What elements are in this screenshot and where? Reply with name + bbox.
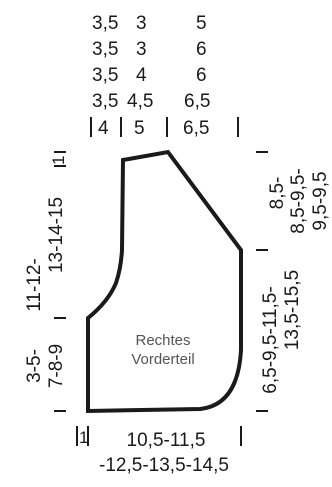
piece-label: Rechtes Vorderteil: [131, 332, 194, 368]
left-measurements: 1 11-12- 13-14-15 3-5- 7-8-9: [24, 151, 68, 412]
top-row-4-col-3: 6,5: [184, 91, 210, 112]
right-measurements: 8,5- 8,5-9,5- 9,5-9,5 6,5-9,5-11,5- 13,5…: [256, 151, 331, 412]
top-row-3-col-3: 6: [196, 65, 207, 86]
top-row-3-col-1: 3,5: [92, 65, 118, 86]
left-marker-value: 1: [49, 156, 68, 165]
bottom-width-line-1: 10,5-11,5: [127, 430, 206, 451]
top-measurement-table: 3,5 3 5 3,5 3 6 3,5 4 6 3,5 4,5 6,5 4 5 …: [90, 13, 239, 139]
left-upper-line-1: 11-12-: [24, 258, 45, 312]
top-final-col-3: 6,5: [183, 118, 209, 139]
top-row-1-col-3: 5: [196, 13, 207, 34]
bottom-width-line-2: -12,5-13,5-14,5: [99, 455, 229, 476]
right-front-piece-outline: [86, 149, 243, 414]
top-row-3-col-2: 4: [136, 65, 147, 86]
right-lower-line-2: 13,5-15,5: [282, 270, 303, 350]
top-row-2-col-2: 3: [136, 39, 147, 60]
top-row-1-col-1: 3,5: [92, 13, 118, 34]
piece-label-line-1: Rechtes: [135, 332, 190, 349]
top-final-col-2: 5: [134, 118, 145, 139]
piece-label-line-2: Vorderteil: [131, 351, 194, 368]
left-upper-line-2: 13-14-15: [46, 197, 67, 273]
top-row-1-col-2: 3: [136, 13, 147, 34]
left-lower-line-2: 7-8-9: [46, 344, 67, 388]
left-lower-line-1: 3-5-: [24, 349, 45, 383]
bottom-measurements: 1 10,5-11,5 -12,5-13,5-14,5: [76, 426, 242, 476]
right-upper-line-2: 8,5-9,5-: [288, 168, 309, 233]
bottom-marker-value: 1: [79, 428, 88, 447]
right-upper-line-1: 8,5-: [267, 177, 288, 210]
top-row-4-col-1: 3,5: [92, 91, 118, 112]
right-upper-line-3: 9,5-9,5: [310, 171, 331, 230]
top-row-4-col-2: 4,5: [127, 91, 153, 112]
top-row-2-col-3: 6: [196, 39, 207, 60]
right-lower-line-1: 6,5-9,5-11,5-: [260, 286, 281, 393]
top-row-2-col-1: 3,5: [92, 39, 118, 60]
top-final-col-1: 4: [98, 118, 109, 139]
